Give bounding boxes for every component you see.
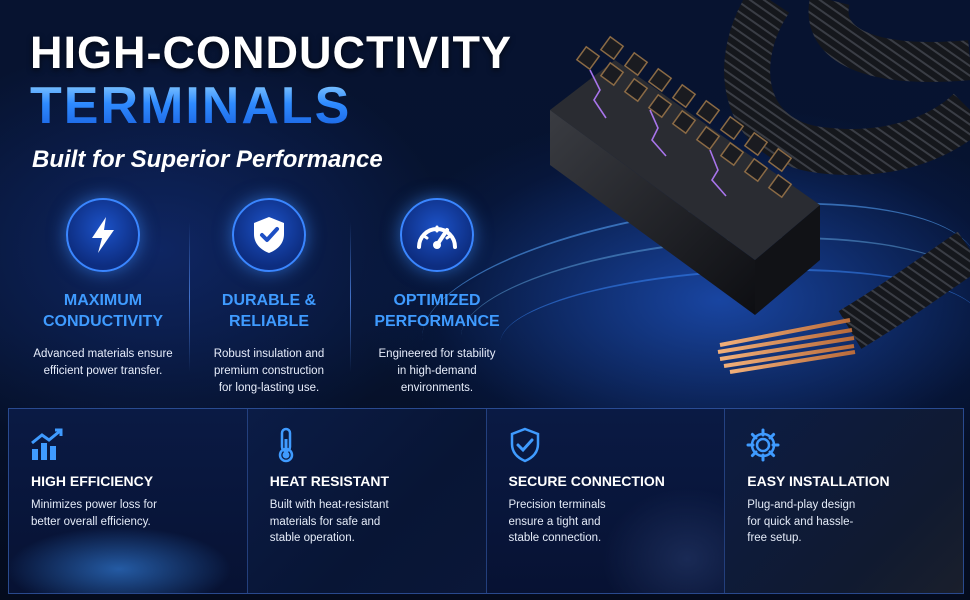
feature-title: MAXIMUM CONDUCTIVITY <box>18 290 188 332</box>
panel-desc-line: free setup. <box>747 532 802 544</box>
feature-description: Advanced materials ensure efficient powe… <box>18 346 188 380</box>
feature-title: OPTIMIZED PERFORMANCE <box>352 290 522 332</box>
divider <box>189 222 190 372</box>
panel-title: SECURE CONNECTION <box>508 473 665 489</box>
panel-desc-line: stable connection. <box>508 532 602 544</box>
panel-desc-line: Precision terminals <box>508 499 606 511</box>
feature-desc-line: for long-lasting use. <box>218 382 320 394</box>
panel-heat-resistant: HEAT RESISTANT Built with heat-resistant… <box>247 409 487 593</box>
panel-desc-line: stable operation. <box>269 532 355 544</box>
feature-desc-line: premium construction <box>214 365 324 377</box>
feature-title-line: OPTIMIZED <box>393 292 481 309</box>
shield-check-icon <box>510 427 539 463</box>
panel-secure-connection: SECURE CONNECTION Precision terminals en… <box>486 409 726 593</box>
feature-title: DURABLE & RELIABLE <box>184 290 354 332</box>
copper-strands <box>717 318 856 374</box>
feature-title-line: RELIABLE <box>229 313 309 330</box>
lightning-bolt-icon <box>66 198 140 272</box>
panel-background <box>247 409 486 593</box>
panel-description: Built with heat-resistant materials for … <box>270 497 430 547</box>
headline-line-2: TERMINALS <box>30 77 352 135</box>
feature-title-line: DURABLE & <box>221 292 317 309</box>
panel-desc-line: for quick and hassle- <box>747 515 854 528</box>
shield-check-icon <box>232 198 306 272</box>
panel-easy-installation: EASY INSTALLATION Plug-and-play design f… <box>725 409 963 593</box>
panel-desc-line: ensure a tight and <box>508 515 601 528</box>
gear-icon <box>746 428 780 462</box>
panel-description: Plug-and-play design for quick and hassl… <box>747 497 907 547</box>
thermometer-icon <box>278 427 293 463</box>
benefit-panels: HIGH EFFICIENCY Minimizes power loss for… <box>8 408 964 594</box>
panel-description: Precision terminals ensure a tight and s… <box>509 497 669 547</box>
panel-title: HEAT RESISTANT <box>269 473 390 489</box>
feature-desc-line: in high-demand <box>397 365 477 377</box>
panel-desc-line: Minimizes power loss for <box>31 499 157 511</box>
panel-title: HIGH EFFICIENCY <box>31 473 154 489</box>
panel-desc-line: materials for safe and <box>269 515 381 528</box>
connector-cable-illustration <box>550 0 970 374</box>
panel-high-efficiency: HIGH EFFICIENCY Minimizes power loss for… <box>9 409 248 593</box>
feature-desc-line: Engineered for stability <box>378 348 496 360</box>
feature-description: Engineered for stability in high-demand … <box>352 346 522 397</box>
panel-title: EASY INSTALLATION <box>747 473 890 489</box>
feature-title-line: MAXIMUM <box>63 292 143 309</box>
feature-desc-line: Advanced materials ensure <box>33 348 173 360</box>
headline-line-1: HIGH-CONDUCTIVITY <box>30 27 512 78</box>
divider <box>350 222 351 372</box>
bar-chart-arrow-icon <box>31 428 63 460</box>
panel-background <box>486 409 725 593</box>
feature-desc-line: environments. <box>400 382 474 394</box>
panel-desc-line: Plug-and-play design <box>747 499 856 511</box>
feature-durable: DURABLE & RELIABLE Robust insulation and… <box>184 198 354 397</box>
panel-desc-line: better overall efficiency. <box>31 515 151 528</box>
speedometer-icon <box>400 198 474 272</box>
panel-desc-line: Built with heat-resistant <box>269 499 389 511</box>
panel-description: Minimizes power loss for better overall … <box>31 497 191 530</box>
feature-description: Robust insulation and premium constructi… <box>184 346 354 397</box>
feature-title-line: CONDUCTIVITY <box>43 313 163 330</box>
feature-desc-line: efficient power transfer. <box>43 365 163 377</box>
feature-performance: OPTIMIZED PERFORMANCE Engineered for sta… <box>352 198 522 397</box>
feature-desc-line: Robust insulation and <box>213 348 325 360</box>
feature-conductivity: MAXIMUM CONDUCTIVITY Advanced materials … <box>18 198 188 380</box>
feature-title-line: PERFORMANCE <box>374 313 500 330</box>
connector-block <box>550 35 820 315</box>
subtitle: Built for Superior Performance <box>32 146 383 173</box>
